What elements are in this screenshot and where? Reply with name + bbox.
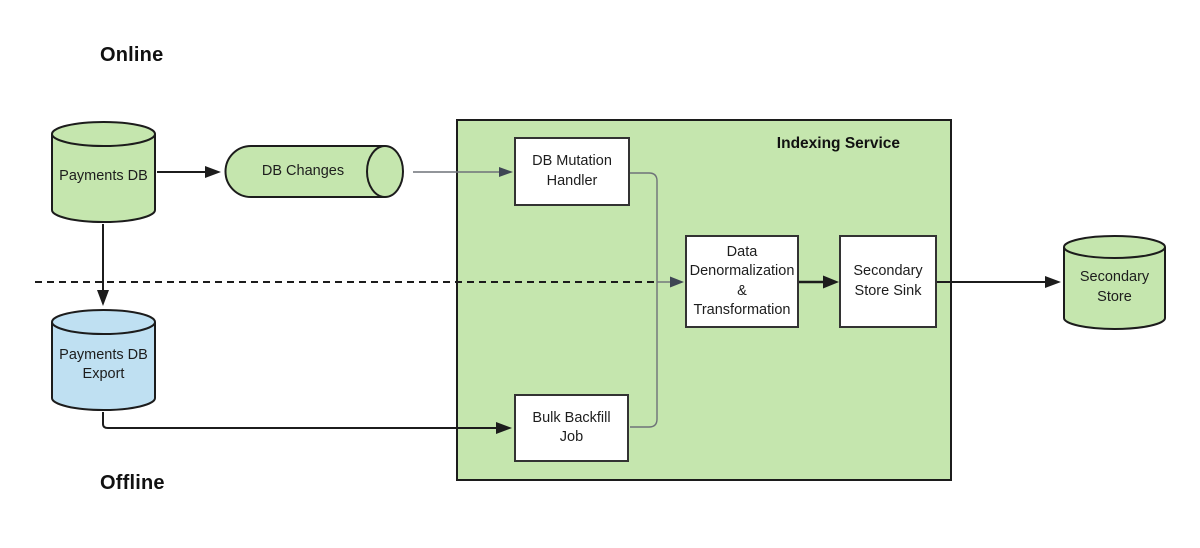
node-db-mutation-handler: DB Mutation Handler: [514, 137, 630, 206]
node-secondary-store: Secondary Store: [1062, 234, 1167, 331]
cylinder-shape: [51, 121, 156, 223]
arrowhead-export: [97, 290, 109, 306]
node-payments-db-export: Payments DB Export: [50, 308, 157, 412]
node-label: &: [737, 282, 747, 299]
node-label: Payments DB Export: [59, 346, 148, 382]
node-label: Handler: [546, 172, 598, 189]
node-db-changes: DB Changes: [223, 144, 413, 199]
pipe-shape: [224, 145, 404, 198]
node-label: Bulk Backfill: [532, 409, 611, 426]
node-payments-db: Payments DB: [50, 120, 157, 224]
online-zone-label: Online: [100, 44, 164, 66]
node-label: DB Mutation: [532, 153, 612, 170]
node-label: Secondary Store: [1079, 269, 1150, 305]
node-label: Job: [559, 429, 584, 445]
indexing-service-title: Indexing Service: [776, 135, 900, 152]
arrowhead-store: [1045, 276, 1061, 288]
node-label: Store Sink: [854, 282, 922, 299]
node-label: Payments DB: [59, 168, 148, 185]
arrowhead-dbchanges: [205, 166, 221, 178]
node-secondary-store-sink: Secondary Store Sink: [839, 235, 937, 328]
edge-export-to-backfill: [102, 412, 497, 429]
node-label: Transformation: [693, 301, 791, 318]
node-label: Denormalization: [689, 263, 795, 280]
node-data-denormalization: Data Denormalization & Transformation: [685, 235, 799, 328]
node-label: Data: [726, 244, 758, 261]
offline-zone-label: Offline: [100, 472, 165, 494]
cylinder-shape: [1063, 235, 1166, 330]
node-bulk-backfill-job: Bulk Backfill Job: [514, 394, 629, 462]
node-label: Secondary: [853, 263, 923, 280]
cylinder-shape: [51, 309, 156, 411]
node-label: DB Changes: [261, 162, 345, 179]
